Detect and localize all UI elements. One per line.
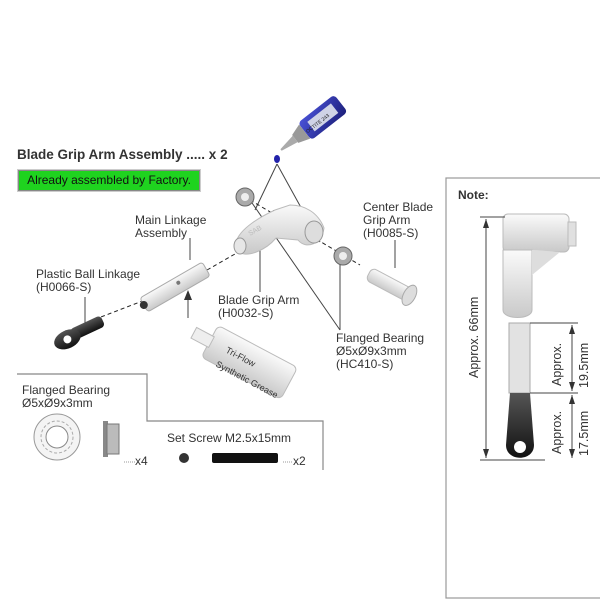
blade-grip-arm-label: Blade Grip Arm(H0032-S) [218, 293, 300, 320]
factory-assembled-badge: Already assembled by Factory. [18, 170, 200, 191]
set-screw-parts [179, 453, 278, 463]
grip-arm-side-view [502, 213, 577, 458]
note-frame [445, 177, 600, 599]
set-screw-qty: x2 [293, 454, 306, 468]
set-screw-label: Set Screw M2.5x15mm [167, 431, 292, 445]
ball-link-dim-label-b: 17.5mm [577, 410, 591, 456]
linkage-dim-label-a: Approx. [550, 342, 564, 386]
center-blade-grip-arm-part [366, 268, 418, 306]
threadlock-bottle-icon [274, 96, 347, 163]
bearing-side-view [103, 421, 120, 457]
plastic-ball-linkage-part [54, 316, 105, 350]
flanged-bearing-part [235, 187, 353, 266]
main-linkage-part [139, 262, 210, 312]
leader-lines [84, 163, 396, 331]
dimension-lines [480, 216, 578, 461]
page-title: Blade Grip Arm Assembly ..... x 2 [17, 147, 228, 162]
grease-tube-icon [190, 326, 297, 399]
ball-linkage-label: Plastic Ball Linkage(H0066-S) [36, 267, 141, 294]
ball-link-dim-label-a: Approx. [550, 410, 564, 454]
note-title: Note: [458, 188, 489, 202]
bearing-front-view [33, 413, 81, 461]
bearing-qty: x4 [135, 454, 148, 468]
hardware-frame [17, 373, 324, 470]
blade-grip-arm-part: SAB [233, 204, 325, 255]
overall-length-label: Approx. 66mm [467, 296, 481, 378]
linkage-dim-label-b: 19.5mm [577, 342, 591, 388]
